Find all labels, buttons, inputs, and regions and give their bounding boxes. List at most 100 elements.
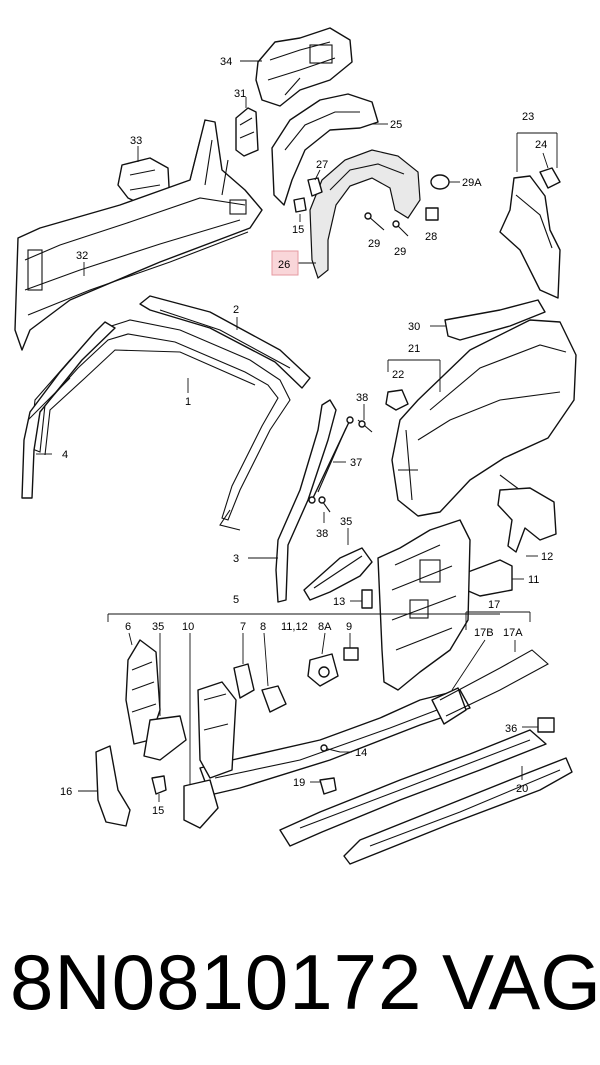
part-5-lower-sill: [199, 689, 471, 796]
callout-16: 16: [60, 786, 72, 798]
fastener-29a-plug: [430, 174, 450, 190]
callout-11-12: 11,12: [281, 621, 308, 633]
part-9-clip: [343, 647, 359, 661]
callout-17a: 17A: [503, 627, 523, 639]
part-32-side-frame: [14, 119, 263, 351]
part-number-label: 8N0810172: [10, 938, 423, 1026]
callout-32: 32: [76, 250, 88, 262]
callout-35-lower: 35: [152, 621, 164, 633]
fastener-28-nut: [425, 207, 439, 221]
leader-21: [387, 359, 441, 392]
fastener-15-lower: [151, 775, 167, 795]
callout-3: 3: [233, 553, 239, 565]
part-5-inner-structure: [377, 519, 471, 691]
callout-17b: 17B: [474, 627, 494, 639]
fastener-38-screw-bottom: [318, 496, 331, 513]
callout-27: 27: [316, 159, 328, 171]
callout-17: 17: [488, 599, 500, 611]
callout-13: 13: [333, 596, 345, 608]
callout-14: 14: [355, 747, 367, 759]
leader-5: [107, 613, 500, 622]
callout-38-lower: 38: [316, 528, 328, 540]
part-2-roof-rail: [139, 295, 311, 389]
part-8a-bracket: [307, 653, 339, 687]
callout-2: 2: [233, 304, 239, 316]
part-17a-sill-inner: [279, 649, 549, 847]
callout-4: 4: [62, 449, 68, 461]
leader-8a: [321, 632, 326, 655]
leader-17b: [451, 639, 486, 691]
callout-36: 36: [505, 723, 517, 735]
callout-10: 10: [182, 621, 194, 633]
part-36-plate: [537, 717, 555, 733]
fastener-27-clip: [307, 177, 323, 197]
part-4-a-pillar: [21, 321, 116, 499]
leader-6: [128, 632, 133, 646]
fastener-15-clip: [293, 197, 307, 213]
highlight-box: [271, 250, 299, 276]
part-20-outer-sill: [343, 757, 573, 865]
fastener-38-screw-top: [357, 419, 373, 433]
callout-7: 7: [240, 621, 246, 633]
callout-29-right: 29: [394, 246, 406, 258]
part-31-bracket: [235, 107, 259, 157]
part-34-bracket: [255, 27, 353, 107]
callout-34: 34: [220, 56, 232, 68]
part-10-pillar: [197, 681, 237, 779]
part-11-panel: [465, 559, 513, 597]
callout-33: 33: [130, 135, 142, 147]
part-12-bracket: [497, 487, 557, 553]
callout-24: 24: [535, 139, 547, 151]
leader-24: [542, 152, 549, 169]
callout-8: 8: [260, 621, 266, 633]
callout-21: 21: [408, 343, 420, 355]
leader-23: [516, 132, 558, 172]
callout-20: 20: [516, 783, 528, 795]
leader-8: [263, 632, 269, 687]
callout-1: 1: [185, 396, 191, 408]
part-16-bracket: [95, 745, 131, 827]
fastener-19-clip: [319, 777, 337, 795]
callout-29a: 29A: [462, 177, 482, 189]
callout-28: 28: [425, 231, 437, 243]
callout-15-lower: 15: [152, 805, 164, 817]
callout-9: 9: [346, 621, 352, 633]
part-24-bracket: [539, 167, 561, 189]
part-21-quarter-panel: [391, 319, 577, 517]
callout-29-left: 29: [368, 238, 380, 250]
part-7-bracket: [233, 663, 255, 699]
callout-15-upper: 15: [292, 224, 304, 236]
leader-17: [465, 611, 531, 630]
fastener-14-screw: [320, 744, 341, 753]
callout-26: 26: [278, 259, 290, 271]
part-26-wheel-arch-liner: [309, 149, 421, 280]
callout-31: 31: [234, 88, 246, 100]
callout-25: 25: [390, 119, 402, 131]
fastener-29-screw-a: [364, 212, 385, 231]
part-23-bracket: [499, 175, 561, 299]
callout-37: 37: [350, 457, 362, 469]
callout-8a: 8A: [318, 621, 332, 633]
leader-27: [314, 169, 321, 181]
callout-38-upper: 38: [356, 392, 368, 404]
callout-12: 12: [541, 551, 553, 563]
part-1-window-frame: [29, 319, 291, 531]
callout-30: 30: [408, 321, 420, 333]
callout-6: 6: [125, 621, 131, 633]
callout-23: 23: [522, 111, 534, 123]
part-8-bracket: [261, 685, 287, 713]
part-25-wheel-housing: [271, 93, 379, 206]
callout-22: 22: [392, 369, 404, 381]
part-10-foot: [183, 779, 219, 829]
fastener-29-screw-b: [392, 220, 409, 237]
part-35-bracket-lower: [143, 715, 187, 761]
callout-35-mid: 35: [340, 516, 352, 528]
callout-19: 19: [293, 777, 305, 789]
part-37-strut: [308, 416, 354, 504]
callout-5: 5: [233, 594, 239, 606]
part-35-bracket-mid: [303, 547, 373, 601]
callout-11: 11: [528, 574, 539, 586]
part-17b-bracket: [431, 687, 467, 725]
part-22-bracket: [385, 389, 409, 411]
